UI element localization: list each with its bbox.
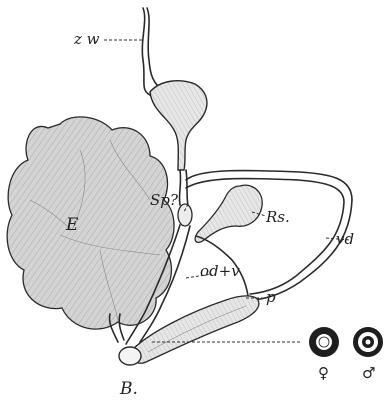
female-symbol-icon: ♀ — [318, 364, 329, 382]
label-e: E — [65, 215, 79, 235]
middle-duct — [178, 170, 192, 226]
label-b: B. — [119, 379, 138, 399]
male-symbol-icon: ♂ — [362, 364, 375, 382]
organ-e — [7, 117, 174, 329]
duct-zw — [142, 8, 158, 95]
label-odv: od+v — [200, 262, 240, 280]
female-cross-section — [309, 327, 339, 357]
label-p: p — [266, 288, 276, 306]
label-sp: Sp? — [150, 191, 179, 209]
label-rs: Rs. — [265, 208, 290, 226]
male-cross-section — [353, 327, 383, 357]
label-vd: vd — [336, 230, 354, 248]
label-zw: z w — [73, 30, 100, 48]
receptaculum-seminis — [195, 185, 262, 242]
upper-swelling — [150, 81, 207, 170]
